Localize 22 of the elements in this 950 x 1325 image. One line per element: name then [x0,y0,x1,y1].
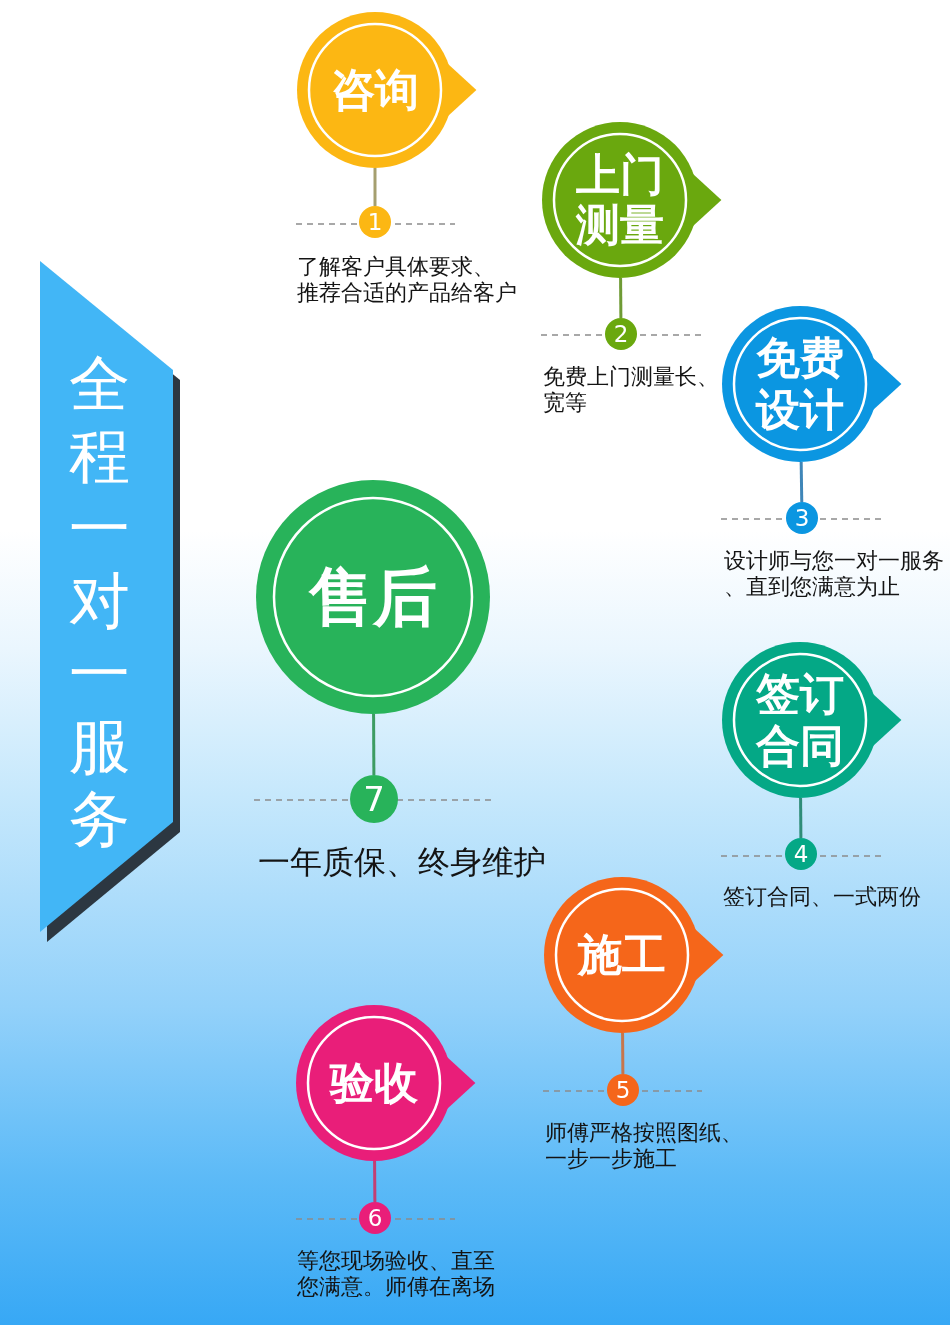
step-circle: 售后 [256,480,490,714]
number-circle: 6 [359,1202,391,1234]
number-circle: 7 [350,775,398,823]
connector-line [619,278,623,318]
number-circle: 5 [607,1074,639,1106]
number-circle: 4 [785,838,817,870]
number-circle: 3 [786,502,818,534]
connector-line [372,714,376,775]
connector-line [373,1161,377,1202]
step-description: 师傅严格按照图纸、一步一步施工 [545,1120,744,1172]
step-description: 一年质保、终身维护 [258,845,546,879]
connector-line [621,1033,625,1074]
step-description: 等您现场验收、直至您满意。师傅在离场 [297,1248,496,1300]
connector-line [799,798,803,838]
connector-line [799,461,804,503]
step-description: 了解客户具体要求、推荐合适的产品给客户 [297,254,518,306]
step-description: 免费上门测量长、宽等 [543,364,720,416]
connector-line [373,168,377,206]
step-description: 签订合同、一式两份 [723,884,922,910]
number-circle: 1 [359,206,391,238]
number-circle: 2 [605,318,637,350]
step-description: 设计师与您一对一服务、直到您满意为止 [724,548,945,600]
